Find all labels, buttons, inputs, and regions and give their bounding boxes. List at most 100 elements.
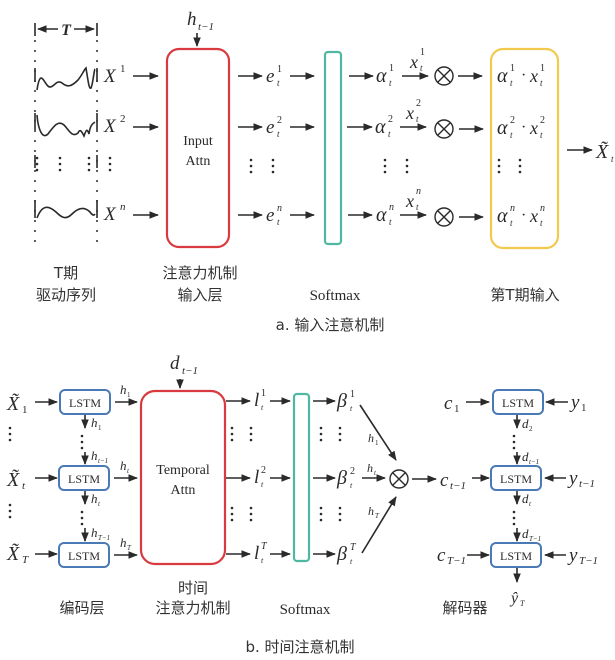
context-ct-1: c t−1 [440,470,466,492]
beta-ellipsis [319,426,342,522]
encoder-input-T: X̃ T [6,542,29,566]
svg-text:T: T [127,544,132,552]
encoder-lstm-T: LSTM [58,542,110,568]
enc-down-hT-1: h T−1 [91,525,110,542]
l-ellipsis [230,426,253,522]
product-2: α 2 t · x 2 t [497,115,545,140]
input-ellipsis [8,426,12,519]
svg-text:1: 1 [127,391,131,399]
enc-down-h1: h 1 [91,415,102,432]
x-input-n: x n t [405,186,421,212]
encoder-lstm-t: LSTM [58,465,110,491]
svg-text:T: T [22,554,29,566]
svg-text:n: n [277,203,282,214]
svg-text:t: t [22,480,26,492]
hidden-state-context: h t−1 [187,9,214,47]
svg-text:1: 1 [350,389,355,400]
context-cT-1: c T−1 [437,545,466,567]
caption-b: b. 时间注意机制 [245,638,354,656]
svg-text:α: α [497,65,508,87]
beta-2: β 2 t [336,466,355,490]
svg-text:t: t [540,218,543,228]
caption-a: a. 输入注意机制 [276,316,385,334]
svg-text:t: t [350,557,353,566]
svg-text:n: n [540,203,545,214]
encoder-lstm-1: LSTM [59,389,111,415]
svg-text:T: T [261,541,268,552]
svg-text:y: y [569,392,580,413]
enc-down-ht-1: h t−1 [91,448,108,465]
weight-ht: h t [367,461,377,477]
temporal-attn-label-line1: Temporal [156,463,210,478]
dec-down-dT-1: d T−1 [522,526,541,543]
svg-text:t: t [98,500,101,508]
svg-text:t: t [540,78,543,88]
svg-text:1: 1 [420,47,425,58]
svg-text:t−1: t−1 [450,480,466,492]
svg-text:x: x [529,206,538,226]
time-window-bracket: T [34,22,98,39]
svg-text:t: t [611,154,614,164]
label-decoder: 解码器 [442,599,487,617]
alpha-2: α 2 t [375,114,393,139]
decoder-lstm-T: LSTM [490,542,542,568]
softmax-bar-a [323,50,343,246]
svg-text:1: 1 [261,388,266,399]
svg-text:d: d [522,491,529,506]
dec-down-dt-1: d t−1 [522,449,539,466]
svg-text:t: t [416,202,419,212]
svg-text:t: t [261,403,264,412]
score-lT: l T t [254,541,268,565]
svg-text:1: 1 [454,403,460,415]
svg-text:h: h [91,415,98,430]
context-c1: c 1 [444,393,460,415]
svg-text:h: h [91,525,98,540]
svg-text:h: h [368,431,374,445]
alpha-ellipsis [383,158,409,174]
svg-text:t: t [540,130,543,140]
svg-text:T: T [375,512,380,520]
dec-down-dt: d t [522,491,532,508]
svg-text:X̃: X̃ [595,140,609,163]
svg-text:t: t [277,78,280,88]
waveform-n [36,206,96,219]
svg-text:α: α [376,204,387,226]
prediction-y-hat: ŷ T [509,590,525,608]
svg-text:2: 2 [261,465,266,476]
svg-text:t: t [277,129,280,139]
svg-text:h: h [120,535,127,550]
svg-text:α: α [497,117,508,139]
target-yt-1: y t−1 [567,468,595,490]
weight-h1: h 1 [368,431,379,447]
svg-text:T−1: T−1 [98,534,110,542]
svg-text:2: 2 [388,114,393,125]
energy-e1: e 1 t [266,64,282,88]
svg-text:2: 2 [540,115,545,126]
svg-text:LSTM: LSTM [68,472,100,486]
x-input-1: x 1 t [409,47,425,73]
window-label: T [61,22,72,39]
svg-text:n: n [510,203,515,214]
svg-text:2: 2 [120,113,126,125]
svg-text:t: t [374,469,377,477]
svg-text:2: 2 [529,425,533,433]
svg-text:c: c [437,545,446,566]
dec-chain-ellipsis-2 [512,510,516,526]
dec-chain-ellipsis-1 [512,434,516,450]
label-temporal-attn-line1: 时间 [178,579,208,597]
svg-text:x: x [409,52,418,72]
enc-output-h1: h 1 [120,382,131,399]
series-label-1: X 1 [103,63,126,87]
svg-text:LSTM: LSTM [69,396,101,410]
e-ellipsis [249,158,275,174]
temporal-attn-label-line2: Attn [171,483,196,498]
input-attention-box [165,47,231,249]
series-label-2: X 2 [103,113,126,137]
svg-text:y: y [567,545,578,566]
svg-text:x: x [529,118,538,138]
svg-text:x: x [405,103,414,123]
decoder-lstm-1: LSTM [492,389,544,415]
label-series-line2: 驱动序列 [36,286,96,304]
svg-text:n: n [416,186,421,197]
svg-text:·: · [521,119,526,136]
